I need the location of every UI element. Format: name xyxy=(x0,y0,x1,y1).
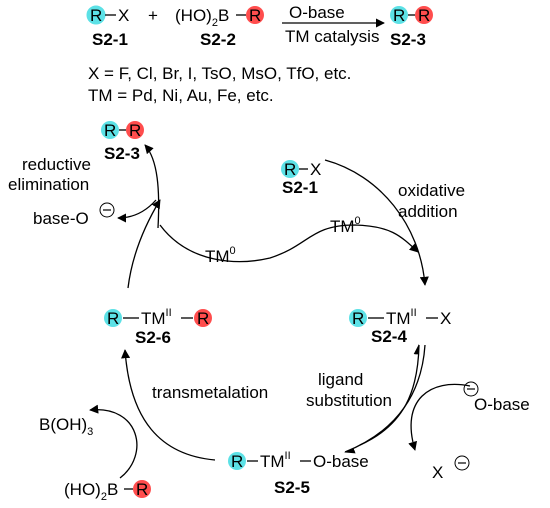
condition-tm-catalysis: TM catalysis xyxy=(285,27,379,46)
r-label: R xyxy=(352,309,364,328)
step-ligand-2: substitution xyxy=(306,391,392,410)
r-label: R xyxy=(393,6,405,25)
tm-definition: TM = Pd, Ni, Au, Fe, etc. xyxy=(88,86,274,105)
compound-label-s23-cycle: S2-3 xyxy=(104,144,140,163)
r-label: R xyxy=(284,160,296,179)
obase-anion: O-base xyxy=(474,395,530,414)
minus-charge xyxy=(463,381,479,397)
r-group-red-bottom xyxy=(133,480,151,498)
r-group-red-s26 xyxy=(194,309,212,327)
arrow-oxidative-addition xyxy=(324,159,429,286)
boric-acid: B(OH)3 xyxy=(39,415,93,438)
compound-label-s22: S2-2 xyxy=(200,30,236,49)
compound-label-s21: S2-1 xyxy=(92,30,128,49)
r-group-cyan-s26 xyxy=(104,309,122,327)
condition-obase: O-base xyxy=(289,3,345,22)
arrow-obase-in-x-out xyxy=(408,383,471,451)
top-reaction: R X S2-1 + (HO)2B R S2-2 O-base TM catal… xyxy=(86,3,433,105)
tm0-left: TM0 xyxy=(205,245,236,266)
catalytic-cycle: R R S2-3 reductive elimination base-O TM… xyxy=(8,121,530,503)
arrow-base-o-out xyxy=(117,199,157,223)
compound-label-s21-cycle: S2-1 xyxy=(282,178,318,197)
x-definition: X = F, Cl, Br, I, TsO, MsO, TfO, etc. xyxy=(88,64,351,83)
s25-tail: O-base xyxy=(313,452,369,471)
step-transmetalation: transmetalation xyxy=(152,383,268,402)
r-group-red-s23-top xyxy=(415,6,433,24)
tm0-right: TM0 xyxy=(330,215,361,236)
minus-charge xyxy=(99,202,115,218)
x-anion: X xyxy=(432,463,443,482)
r-group-red-s22 xyxy=(246,6,264,24)
r-label: R xyxy=(129,121,141,140)
s25-tm: TMII xyxy=(260,450,291,471)
arrow-s25-to-s26 xyxy=(121,349,216,461)
minus-charge xyxy=(454,455,470,471)
r-label: R xyxy=(107,309,119,328)
r-group-red-s23 xyxy=(126,121,144,139)
arrow-to-product xyxy=(144,144,160,229)
s26-tm: TMII xyxy=(141,307,172,328)
arrow-s25-to-s24 xyxy=(359,343,420,446)
step-ligand-1: ligand xyxy=(318,370,363,389)
compound-label-s23: S2-3 xyxy=(390,30,426,49)
r-label: R xyxy=(231,452,243,471)
compound-label-s26: S2-6 xyxy=(135,328,171,347)
r-label: R xyxy=(90,6,102,25)
arrow-s26-to-center xyxy=(127,199,161,289)
base-o-anion: base-O xyxy=(33,209,89,228)
boronic-acid-bottom: (HO)2B xyxy=(64,480,118,503)
compound-label-s24: S2-4 xyxy=(371,327,407,346)
r-label: R xyxy=(418,6,430,25)
s24-tm: TMII xyxy=(386,307,417,328)
step-oxidative-1: oxidative xyxy=(398,181,465,200)
r-label: R xyxy=(136,480,148,499)
r-label: R xyxy=(104,121,116,140)
s24-x: X xyxy=(440,309,451,328)
plus-sign: + xyxy=(148,6,158,25)
step-reductive-elimination-1: reductive xyxy=(22,155,91,174)
boronic-acid: (HO)2B xyxy=(175,6,229,29)
step-reductive-elimination-2: elimination xyxy=(8,175,89,194)
arrow-tm0-wave xyxy=(159,224,419,263)
r-group-cyan-s23-top xyxy=(390,6,408,24)
r-group-cyan-s25 xyxy=(228,452,246,470)
r-group-cyan-s21 xyxy=(281,160,299,178)
step-oxidative-2: addition xyxy=(398,202,458,221)
r-label: R xyxy=(249,6,261,25)
r-group-cyan-s24 xyxy=(349,309,367,327)
r-group-cyan-s23 xyxy=(101,121,119,139)
r-label: R xyxy=(197,309,209,328)
s21-x-label: X xyxy=(310,160,321,179)
x-label: X xyxy=(118,6,129,25)
arrow-boronic-in-boric-out xyxy=(89,404,138,479)
compound-label-s25: S2-5 xyxy=(274,478,310,497)
